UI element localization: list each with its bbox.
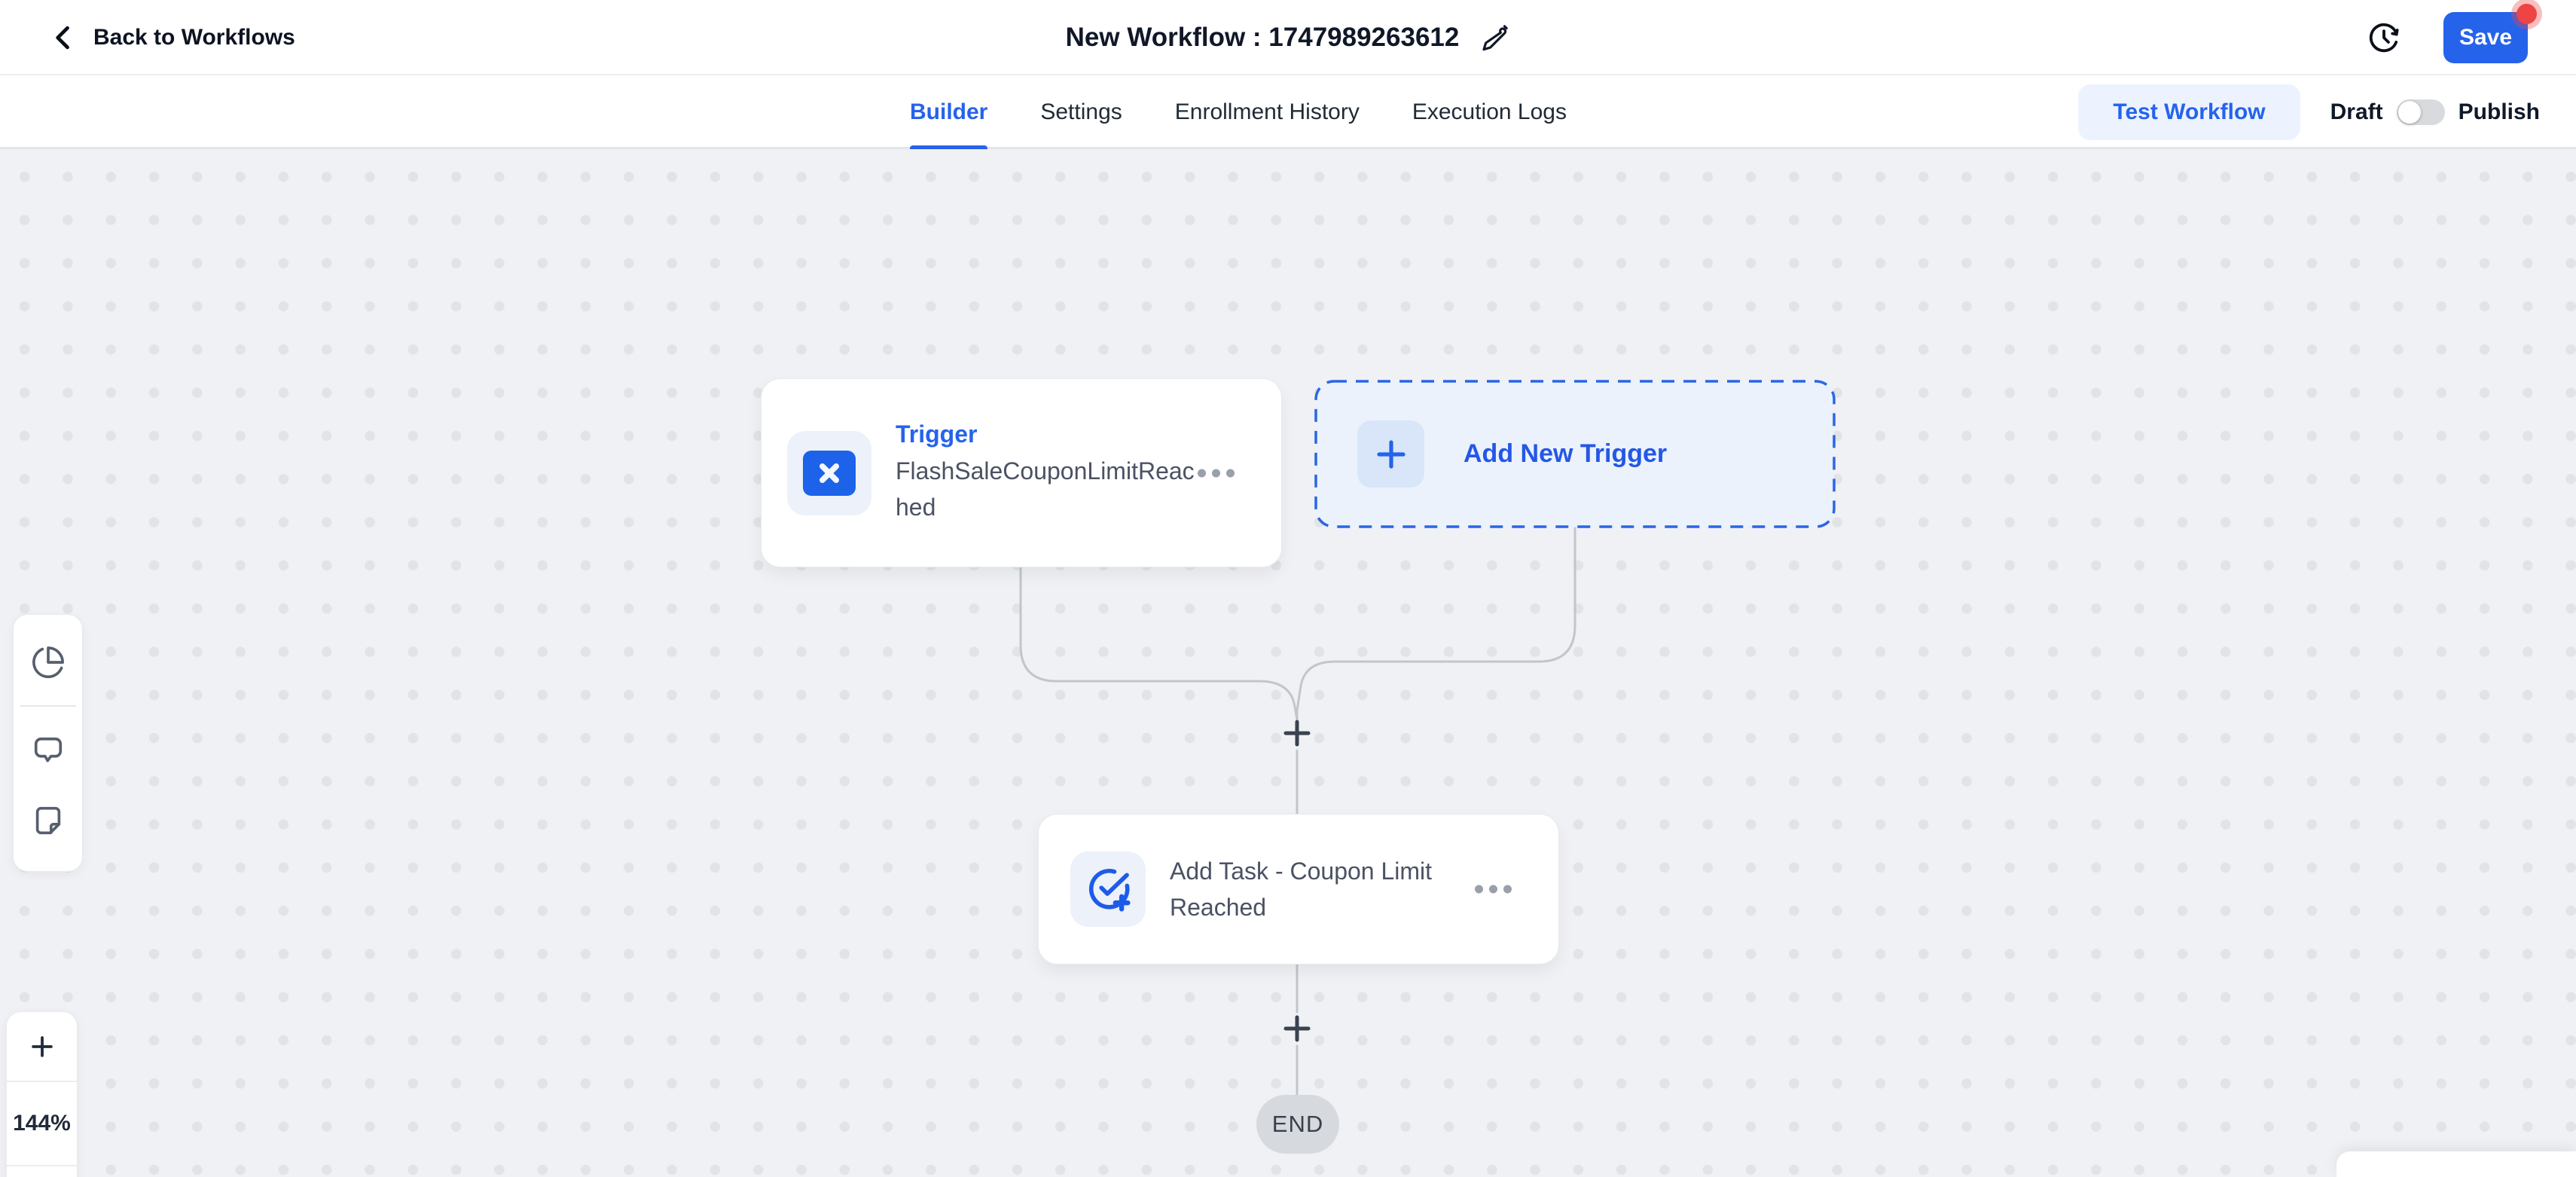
workflow-canvas[interactable]: Trigger FlashSaleCouponLimitReached Add … — [0, 149, 2576, 1177]
corner-widget-panel[interactable] — [2336, 1151, 2576, 1177]
zoom-out-button[interactable] — [7, 1166, 77, 1177]
end-label: END — [1271, 1111, 1324, 1137]
task-menu-button[interactable] — [1467, 878, 1519, 901]
tab-builder[interactable]: Builder — [910, 75, 988, 150]
trigger-node-text: Trigger FlashSaleCouponLimitReached — [896, 420, 1197, 525]
add-step-button-top[interactable] — [1276, 712, 1318, 754]
tab-execution-logs[interactable]: Execution Logs — [1412, 99, 1567, 124]
draft-label: Draft — [2330, 99, 2383, 124]
trigger-node[interactable]: Trigger FlashSaleCouponLimitReached — [761, 378, 1282, 567]
topbar-actions: Save — [2367, 0, 2537, 75]
plus-icon — [1357, 420, 1424, 488]
clock-history-icon — [2367, 20, 2401, 55]
back-label: Back to Workflows — [93, 25, 295, 50]
comments-button[interactable] — [13, 726, 83, 773]
task-node[interactable]: Add Task - Coupon Limit Reached — [1038, 814, 1559, 965]
back-to-workflows-button[interactable]: Back to Workflows — [47, 0, 295, 75]
tab-bar: Builder Settings Enrollment History Exec… — [0, 75, 2576, 150]
trigger-name: FlashSaleCouponLimitReached — [896, 457, 1195, 521]
save-label: Save — [2458, 25, 2513, 50]
pencil-icon — [1480, 23, 1510, 53]
save-button[interactable]: Save — [2443, 4, 2537, 63]
tabbar-actions: Test Workflow Draft Publish — [2078, 75, 2540, 149]
top-bar: Back to Workflows New Workflow : 1747989… — [0, 0, 2576, 75]
publish-label: Publish — [2458, 99, 2540, 124]
notes-button[interactable] — [13, 797, 83, 844]
toggle-knob — [2397, 101, 2421, 124]
tab-settings[interactable]: Settings — [1040, 99, 1122, 124]
version-history-button[interactable] — [2367, 20, 2401, 55]
add-new-trigger-label: Add New Trigger — [1463, 439, 1668, 468]
tabs-group: Builder Settings Enrollment History Exec… — [910, 75, 1567, 150]
chevron-left-icon — [47, 21, 80, 54]
trigger-type-label: Trigger — [896, 420, 978, 448]
tab-enrollment-history[interactable]: Enrollment History — [1174, 99, 1360, 124]
publish-toggle[interactable] — [2396, 99, 2445, 125]
task-node-text: Add Task - Coupon Limit Reached — [1170, 853, 1494, 925]
test-workflow-button[interactable]: Test Workflow — [2078, 84, 2300, 140]
task-check-plus-icon — [1084, 865, 1132, 913]
note-icon — [31, 803, 66, 838]
trigger-icon-tile — [787, 430, 871, 515]
pie-chart-icon — [31, 645, 66, 680]
zoom-level-display: 144% — [7, 1082, 77, 1166]
zoom-controls: 144% — [6, 1011, 78, 1177]
plus-icon — [28, 1032, 56, 1061]
zoom-in-button[interactable] — [7, 1012, 77, 1082]
trigger-menu-button[interactable] — [1190, 461, 1242, 485]
toolbar-divider — [20, 705, 76, 707]
add-new-trigger-card[interactable]: Add New Trigger — [1314, 380, 1836, 528]
x-cross-icon — [803, 450, 856, 496]
comment-bubble-icon — [31, 732, 66, 767]
task-icon-tile — [1070, 851, 1146, 927]
page-title: New Workflow : 1747989263612 — [1065, 23, 1460, 52]
task-name: Add Task - Coupon Limit Reached — [1170, 858, 1433, 921]
analytics-button[interactable] — [13, 639, 83, 686]
unsaved-changes-dot — [2516, 4, 2537, 24]
canvas-side-toolbar — [13, 614, 83, 872]
add-new-trigger-content: Add New Trigger — [1314, 380, 1836, 528]
publish-toggle-group: Draft Publish — [2330, 99, 2540, 125]
zoom-level-value: 144% — [13, 1111, 71, 1136]
workflow-title-group: New Workflow : 1747989263612 — [1066, 0, 1511, 75]
add-step-button-bottom[interactable] — [1276, 1007, 1318, 1050]
edit-title-button[interactable] — [1480, 23, 1510, 53]
end-node: END — [1256, 1095, 1339, 1154]
